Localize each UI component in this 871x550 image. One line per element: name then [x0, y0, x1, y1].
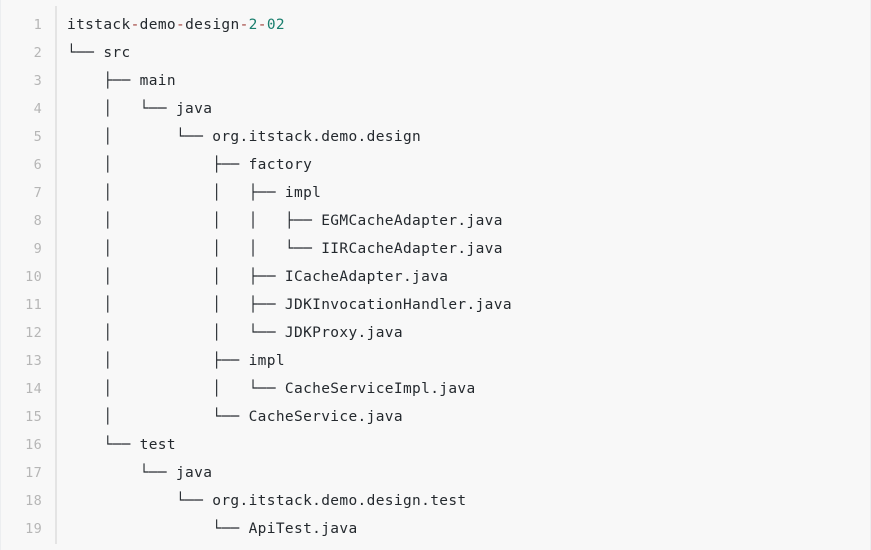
code-line-text[interactable]: └── src [67, 45, 131, 61]
line-number: 8 [33, 213, 42, 229]
code-line-text[interactable]: │ │ │ ├── EGMCacheAdapter.java [67, 213, 503, 229]
code-line: 9 │ │ │ └── IIRCacheAdapter.java [1, 235, 870, 263]
code-line: 11 │ │ ├── JDKInvocationHandler.java [1, 291, 870, 319]
code-line-text[interactable]: │ └── org.itstack.demo.design [67, 129, 422, 145]
code-line: 15 │ └── CacheService.java [1, 403, 870, 431]
line-number: 3 [33, 73, 42, 89]
line-number: 6 [33, 157, 42, 173]
code-line: 18 └── org.itstack.demo.design.test [1, 487, 870, 515]
line-number: 2 [33, 45, 42, 61]
code-token-num: 02 [266, 17, 286, 33]
code-line: 7 │ │ ├── impl [1, 179, 870, 207]
code-token-num: 2 [248, 17, 258, 33]
code-line-text[interactable]: │ │ ├── JDKInvocationHandler.java [67, 297, 512, 313]
line-number: 9 [33, 241, 42, 257]
code-line-text[interactable]: ├── main [67, 73, 176, 89]
code-line: 19 └── ApiTest.java [1, 515, 870, 543]
line-number: 19 [25, 521, 42, 537]
code-line: 5 │ └── org.itstack.demo.design [1, 123, 870, 151]
code-line-text[interactable]: │ │ └── CacheServiceImpl.java [67, 381, 476, 397]
line-number: 15 [25, 409, 42, 425]
line-number: 12 [25, 325, 42, 341]
line-number: 17 [25, 465, 42, 481]
code-line-text[interactable]: │ └── java [67, 101, 213, 117]
code-token-punct: - [175, 17, 186, 33]
code-token-punct: - [257, 17, 267, 33]
code-token-punct: - [130, 17, 140, 33]
code-line: 6 │ ├── factory [1, 151, 870, 179]
line-number: 5 [33, 129, 42, 145]
code-line-text[interactable]: └── ApiTest.java [67, 521, 358, 537]
code-line: 10 │ │ ├── ICacheAdapter.java [1, 263, 870, 291]
code-line-text[interactable]: │ ├── factory [67, 157, 313, 173]
code-line-text[interactable]: └── org.itstack.demo.design.test [67, 493, 467, 509]
line-number: 4 [33, 101, 42, 117]
line-number: 18 [25, 493, 42, 509]
code-line: 13 │ ├── impl [1, 347, 870, 375]
code-line: 17 └── java [1, 459, 870, 487]
line-number: 11 [25, 297, 42, 313]
line-number: 14 [25, 381, 42, 397]
code-line: 14 │ │ └── CacheServiceImpl.java [1, 375, 870, 403]
code-line-text[interactable]: └── test [67, 437, 176, 453]
code-line: 4 │ └── java [1, 95, 870, 123]
code-line-text[interactable]: │ ├── impl [67, 353, 285, 369]
line-number: 10 [25, 269, 42, 285]
line-number: 1 [33, 17, 42, 33]
code-line-text[interactable]: │ │ └── JDKProxy.java [67, 325, 403, 341]
code-line-text[interactable]: │ └── CacheService.java [67, 409, 403, 425]
code-token-plain: design [185, 17, 240, 33]
line-number: 16 [25, 437, 42, 453]
code-line-text[interactable]: │ │ ├── ICacheAdapter.java [67, 269, 449, 285]
code-line: 3 ├── main [1, 67, 870, 95]
code-token-plain: demo [139, 17, 176, 33]
code-line-text[interactable]: │ │ ├── impl [67, 185, 322, 201]
line-number: 7 [33, 185, 42, 201]
code-token-plain: itstack [67, 17, 131, 33]
code-line: 2 └── src [1, 39, 870, 67]
code-line: 8 │ │ │ ├── EGMCacheAdapter.java [1, 207, 870, 235]
code-line: 16 └── test [1, 431, 870, 459]
code-line-text[interactable]: itstack-demo-design-2-02 [55, 11, 870, 39]
code-line-text[interactable]: │ │ │ └── IIRCacheAdapter.java [67, 241, 503, 257]
code-line: 12 │ │ └── JDKProxy.java [1, 319, 870, 347]
code-line-text[interactable]: └── java [67, 465, 213, 481]
gutter-divider [55, 6, 57, 544]
code-token-punct: - [239, 17, 249, 33]
line-number: 13 [25, 353, 42, 369]
